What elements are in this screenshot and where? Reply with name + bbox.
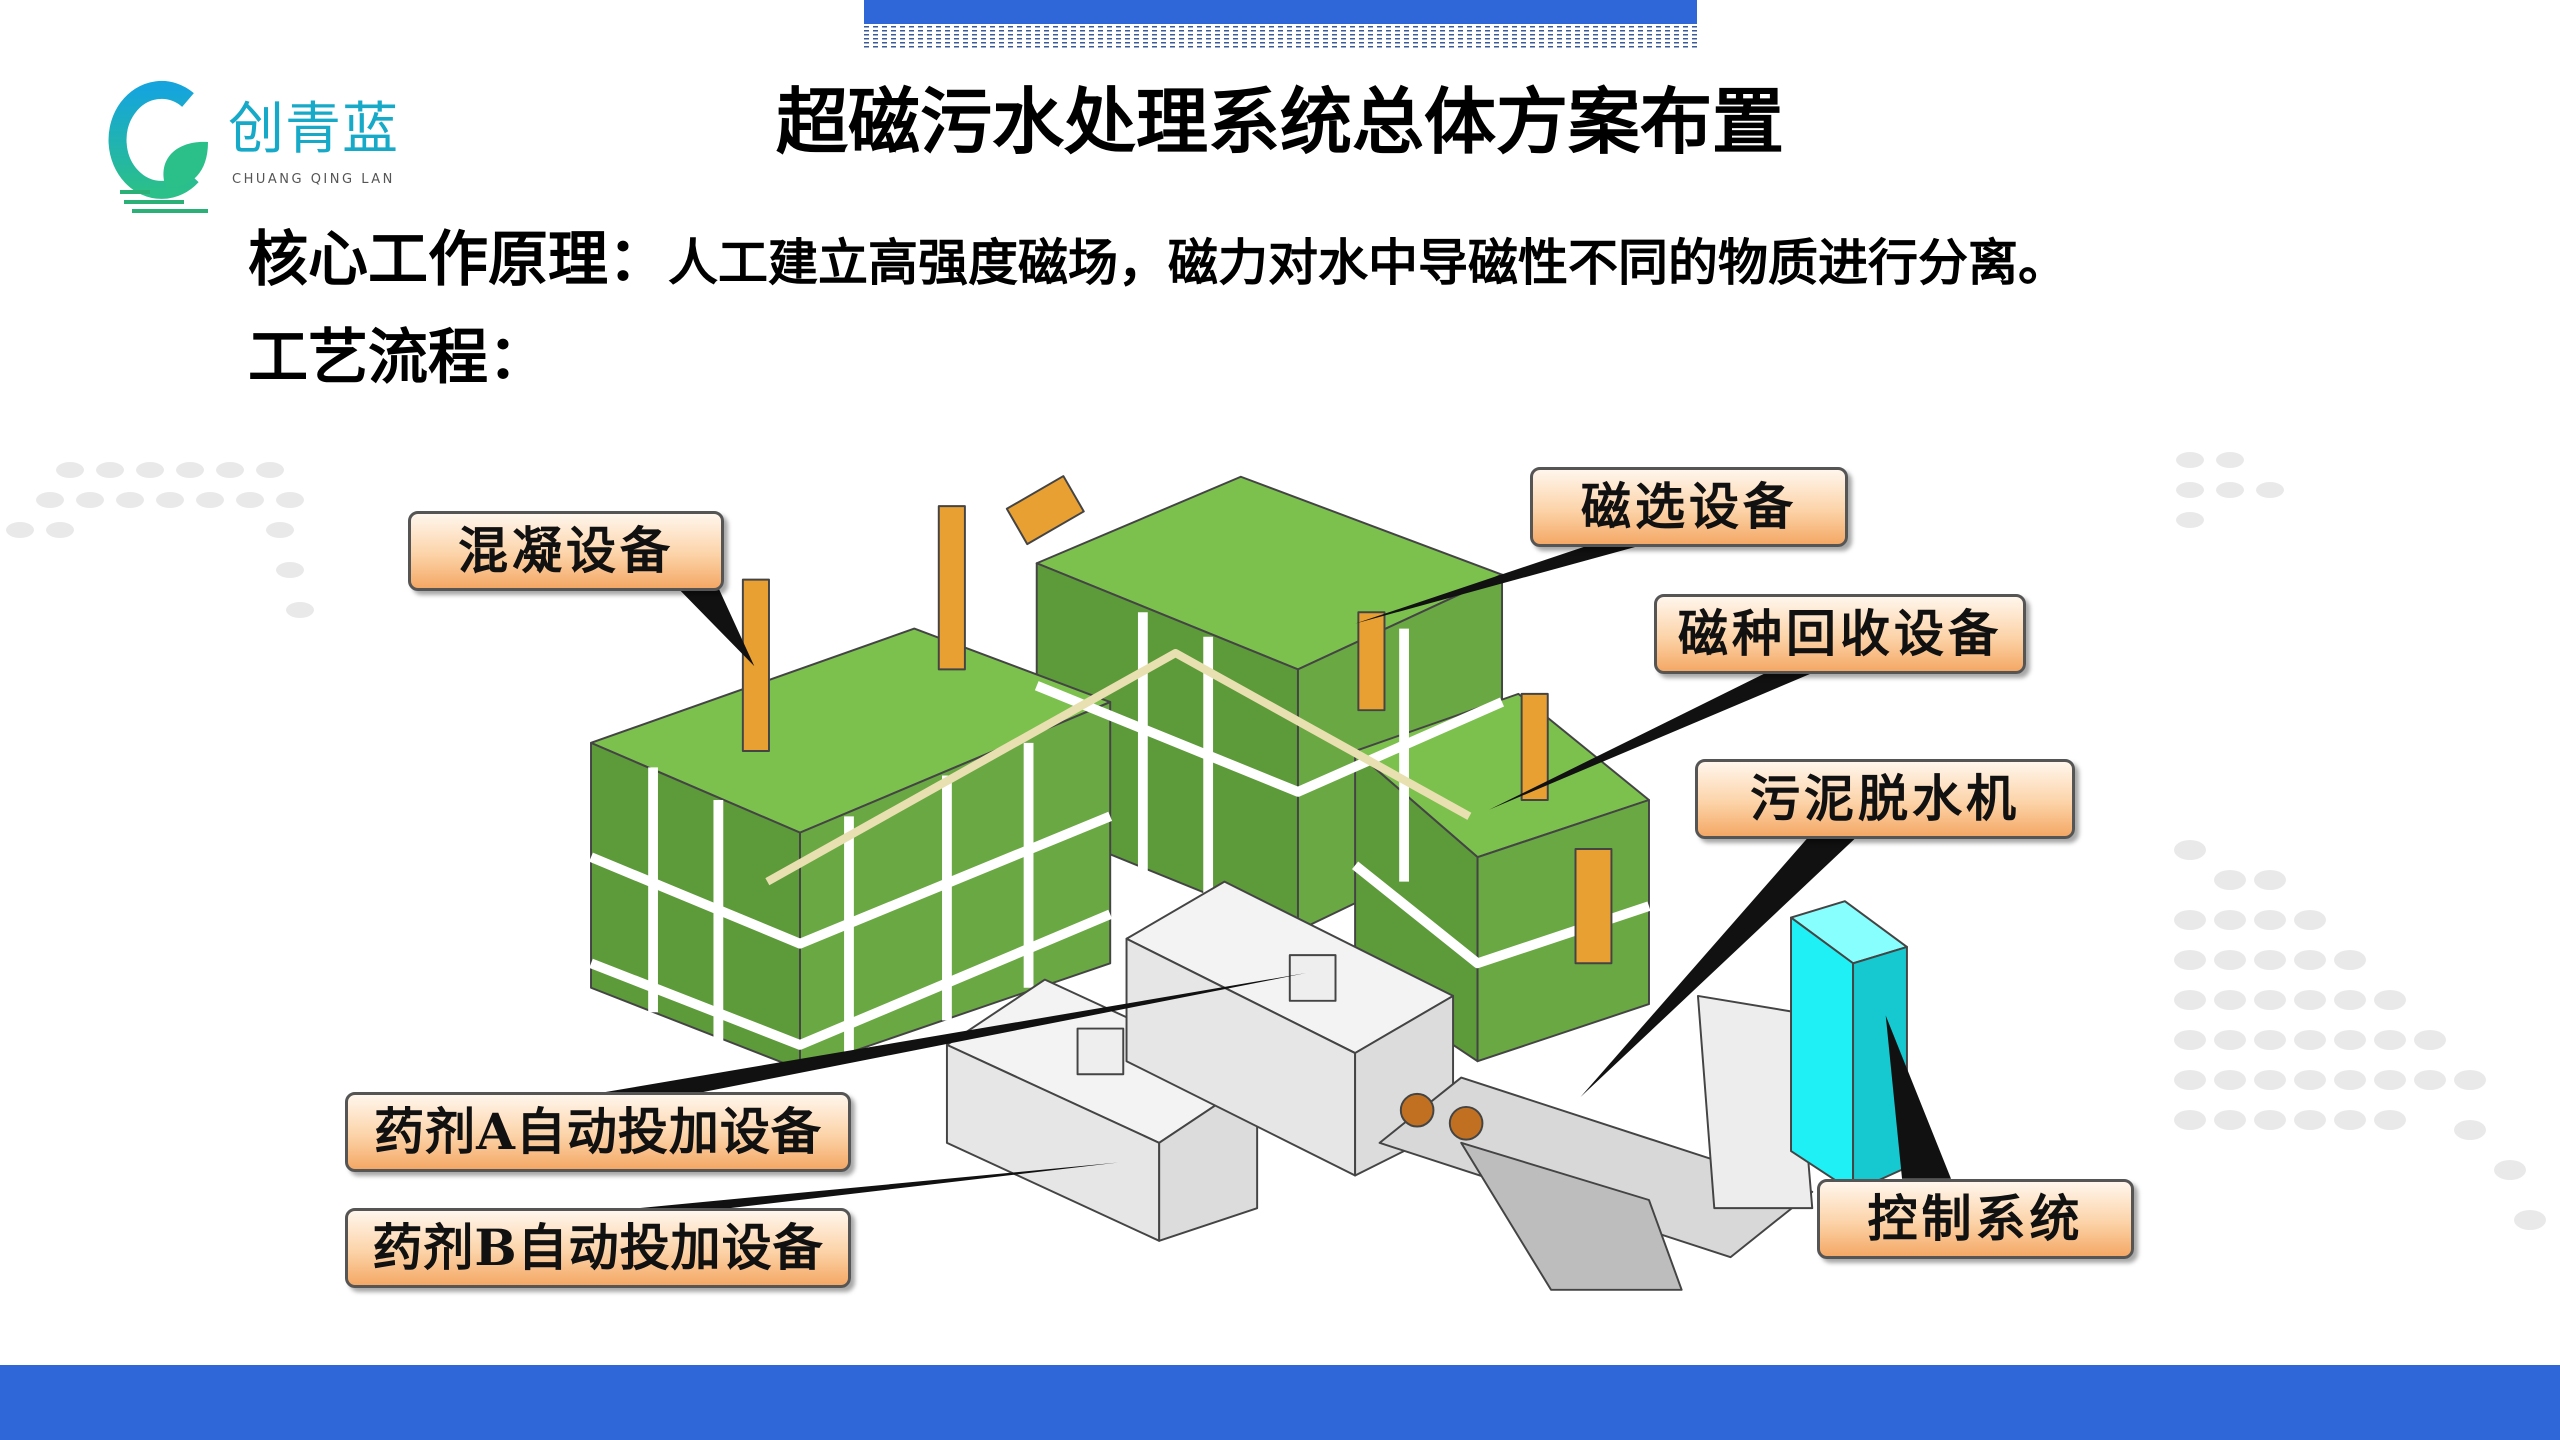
logo-chinese-name: 创青蓝 — [228, 97, 399, 162]
decorative-dots-right-bottom — [2174, 840, 2546, 1230]
core-principle: 核心工作原理：人工建立高强度磁场，磁力对水中导磁性不同的物质进行分离。 — [248, 224, 2068, 311]
page-title: 超磁污水处理系统总体方案布置 — [775, 80, 1784, 164]
callout-magnetic-separation: 磁选设备 — [1530, 467, 1848, 547]
decorative-dots-left — [6, 462, 314, 618]
callout-control-system: 控制系统 — [1817, 1179, 2134, 1259]
callout-dosing-a: 药剂A自动投加设备 — [345, 1092, 851, 1172]
callout-coagulation: 混凝设备 — [408, 511, 724, 591]
decorative-dots-right-top — [2176, 452, 2284, 528]
top-dashed-pattern — [864, 26, 1697, 48]
core-principle-body: 人工建立高强度磁场，磁力对水中导磁性不同的物质进行分离。 — [668, 234, 2068, 292]
mixer-motor — [741, 578, 770, 752]
callout-dosing-b: 药剂B自动投加设备 — [345, 1208, 851, 1288]
top-accent-bar — [864, 0, 1697, 24]
bottom-accent-bar — [0, 1365, 2560, 1440]
company-logo-mark — [108, 81, 208, 213]
callout-magnetic-seed-recovery: 磁种回收设备 — [1654, 594, 2026, 674]
logo-english-name: CHUANG QING LAN — [232, 172, 395, 187]
callout-sludge-dewatering: 污泥脱水机 — [1695, 759, 2075, 839]
core-principle-heading: 核心工作原理： — [248, 225, 668, 295]
process-heading: 工艺流程： — [248, 323, 548, 393]
